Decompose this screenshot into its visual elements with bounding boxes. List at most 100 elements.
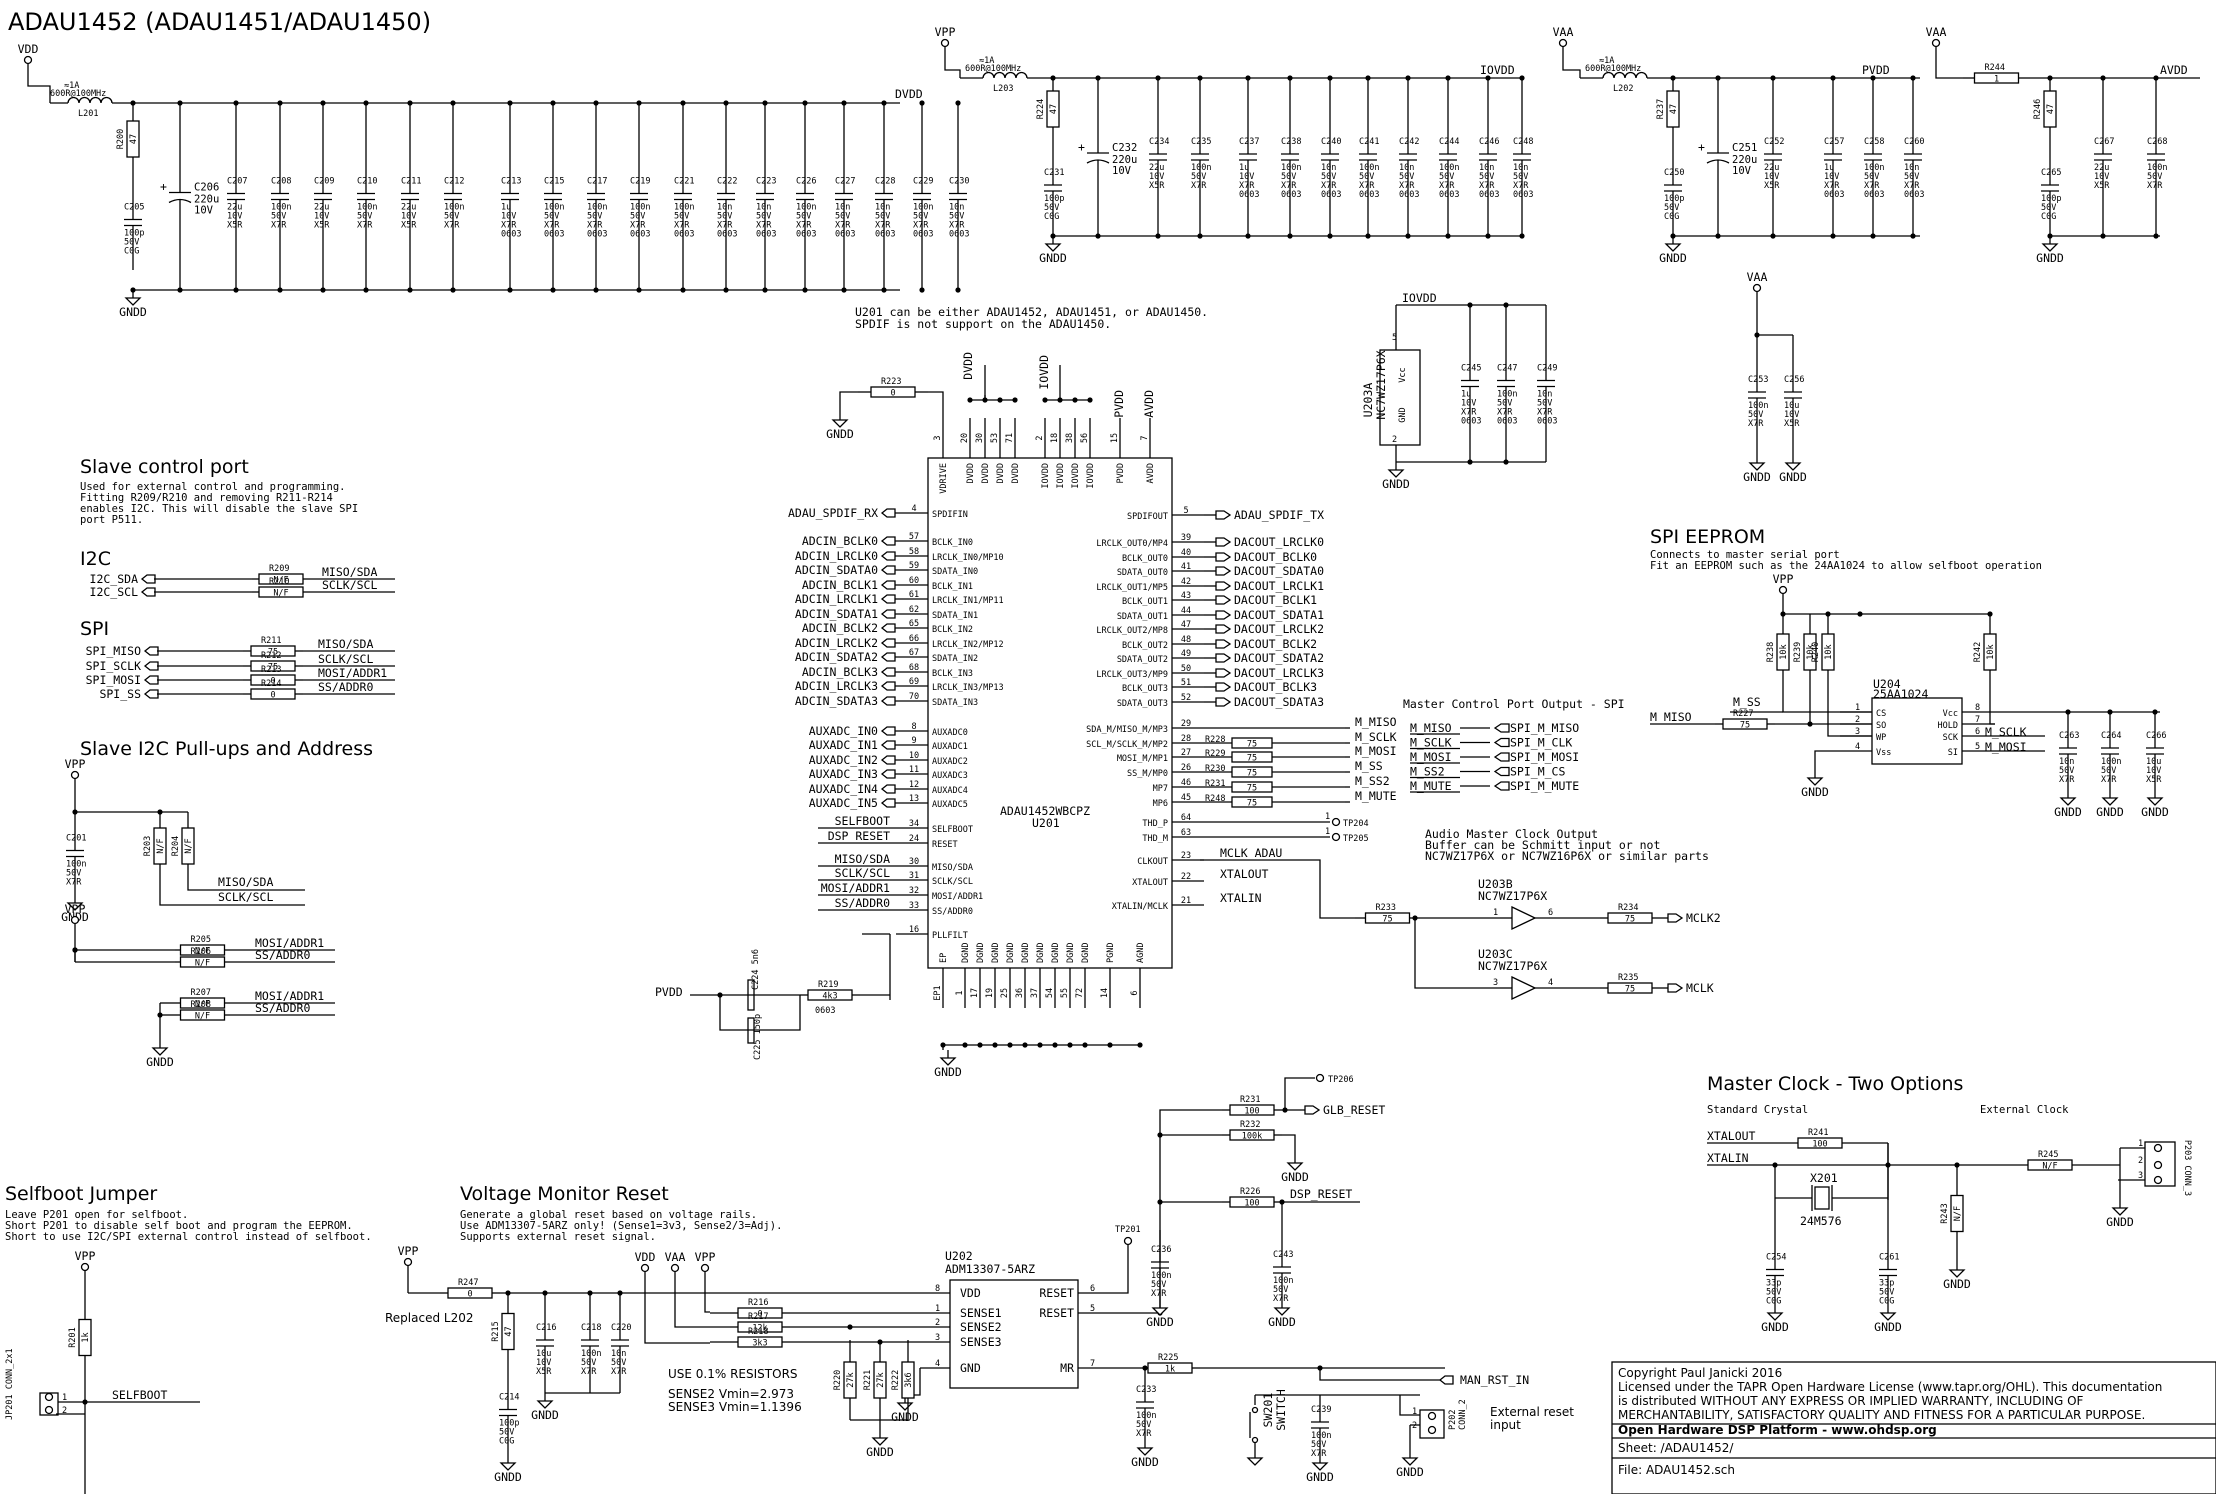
pin-number: 28 — [1181, 734, 1191, 744]
pin-name: MP7 — [1153, 784, 1168, 794]
pin-name: AUXADC0 — [932, 728, 968, 738]
w — [1809, 690, 1872, 725]
pin-name: PLLFILT — [932, 931, 968, 941]
pin-number: 15 — [1110, 433, 1120, 443]
section-heading: Selfboot Jumper — [5, 1183, 157, 1205]
pin-name: BCLK_OUT3 — [1122, 684, 1168, 694]
pin-name: SELFBOOT — [932, 825, 973, 835]
title-file: File: ADAU1452.sch — [1618, 1463, 1735, 1477]
pin-number: 25 — [1000, 988, 1010, 998]
connector-pin — [2153, 1160, 2163, 1170]
net-label: SS/ADDR0 — [255, 948, 310, 962]
junction-dot — [1067, 1042, 1073, 1048]
net-label: DSP_RESET — [828, 829, 890, 843]
junction-dot — [177, 287, 183, 293]
cap-value: 50V — [1321, 172, 1336, 182]
ground-symbol — [1273, 1307, 1291, 1316]
net-label: M_MISO — [1650, 710, 1692, 724]
cap-ref: C210 — [357, 177, 377, 187]
junction-dot — [1715, 233, 1721, 239]
pin-number: 9 — [911, 736, 916, 746]
cap-c224 — [747, 979, 755, 1011]
cap-value: 50V — [2101, 766, 2116, 776]
section-desc: Short P201 to disable self boot and prog… — [5, 1220, 353, 1232]
vpp-wire — [944, 47, 961, 78]
res-ref: R222 — [891, 1370, 901, 1390]
res-value: N/F — [195, 1000, 210, 1010]
ic-part: NC7WZ17P6X — [1478, 889, 1547, 903]
res-value: 100 — [1244, 1199, 1259, 1209]
cap-value: X7R — [1399, 181, 1415, 191]
pin-number: 34 — [909, 819, 919, 829]
res-ref: R221 — [863, 1370, 873, 1390]
cap-value: 220u — [1732, 154, 1757, 166]
cap-value: X7R — [717, 221, 733, 231]
cap-ref: C268 — [2147, 137, 2167, 147]
junction-dot — [1072, 397, 1078, 403]
res-value: 0 — [890, 389, 895, 399]
subsection-heading: SPI — [80, 618, 109, 640]
res-value: 27k — [876, 1372, 886, 1387]
power-port — [640, 1263, 650, 1273]
pin-number: 4 — [911, 504, 916, 514]
gnd-label: GNDD — [119, 305, 147, 319]
res-value: 75 — [1247, 740, 1257, 750]
cap-value: 10n — [1479, 163, 1494, 173]
section-desc: Connects to master serial port — [1650, 549, 1840, 561]
junction-dot — [1095, 75, 1101, 81]
net-label: M_MUTE — [1355, 789, 1397, 803]
ground-symbol — [2146, 797, 2164, 806]
pin-name: THD_P — [1142, 819, 1168, 829]
polarity-plus: + — [1698, 140, 1705, 154]
junction-dot — [1754, 332, 1760, 338]
gnd-label: GNDD — [1943, 1277, 1971, 1291]
cap-ref: C230 — [949, 177, 969, 187]
res-ref: R232 — [1240, 1120, 1260, 1130]
net-label: M_SCLK — [1985, 725, 2027, 739]
port-arrow — [1493, 737, 1510, 748]
cap-value: 0603 — [1479, 190, 1499, 200]
port-arrow — [143, 689, 159, 699]
pin-name: SDATA_IN0 — [932, 567, 978, 577]
net-port: SPI_MISO — [86, 644, 141, 658]
ground-symbol — [2059, 797, 2077, 806]
cap-value: X7R — [2147, 181, 2163, 191]
res-ref: R224 — [1036, 99, 1046, 119]
rail-label: VPP — [65, 757, 86, 771]
ground-symbol — [831, 419, 849, 428]
cap-value: 10V — [1764, 172, 1779, 182]
cap-value: X5R — [2094, 181, 2110, 191]
cap-value: X7R — [544, 221, 560, 231]
cap-ref: C257 — [1824, 137, 1844, 147]
net-port: SPI_SS — [99, 687, 141, 701]
net-port: GLB_RESET — [1323, 1103, 1385, 1117]
gnd-label: GNDD — [826, 427, 854, 441]
pin-name: SENSE3 — [960, 1335, 1002, 1349]
res-value: 12k — [752, 1324, 767, 1334]
gnd-label: GNDD — [2036, 251, 2064, 265]
net-label-iovdd: IOVDD — [1037, 355, 1051, 390]
cap-value: X7R — [271, 221, 287, 231]
net-label: SCLK/SCL — [218, 890, 273, 904]
cap-value: X5R — [1764, 181, 1780, 191]
pin-number: 55 — [1060, 988, 1070, 998]
polarity-plus: + — [160, 180, 167, 194]
gnd-label: GNDD — [1761, 1320, 1789, 1334]
cap-value: 0603 — [835, 230, 855, 240]
pin-name: DVDD — [1011, 463, 1021, 483]
subsection-heading: I2C — [80, 548, 111, 570]
pin-name: MOSI/ADDR1 — [932, 892, 983, 902]
res-ref: R213 — [261, 665, 281, 675]
cap-ref: C238 — [1281, 137, 1301, 147]
pin-number: 71 — [1005, 433, 1015, 443]
pin-name: WP — [1876, 733, 1886, 743]
rail-label: VPP — [398, 1244, 419, 1258]
cap-value: 50V — [674, 212, 689, 222]
res-ref: R208 — [191, 1000, 211, 1010]
port-arrow — [880, 784, 896, 794]
port-arrow — [880, 594, 896, 604]
net-label-avdd: AVDD — [2160, 63, 2188, 77]
res-value: 0 — [757, 1310, 762, 1320]
cap-value: 50V — [1864, 172, 1879, 182]
cap-value: 100n — [271, 203, 291, 213]
